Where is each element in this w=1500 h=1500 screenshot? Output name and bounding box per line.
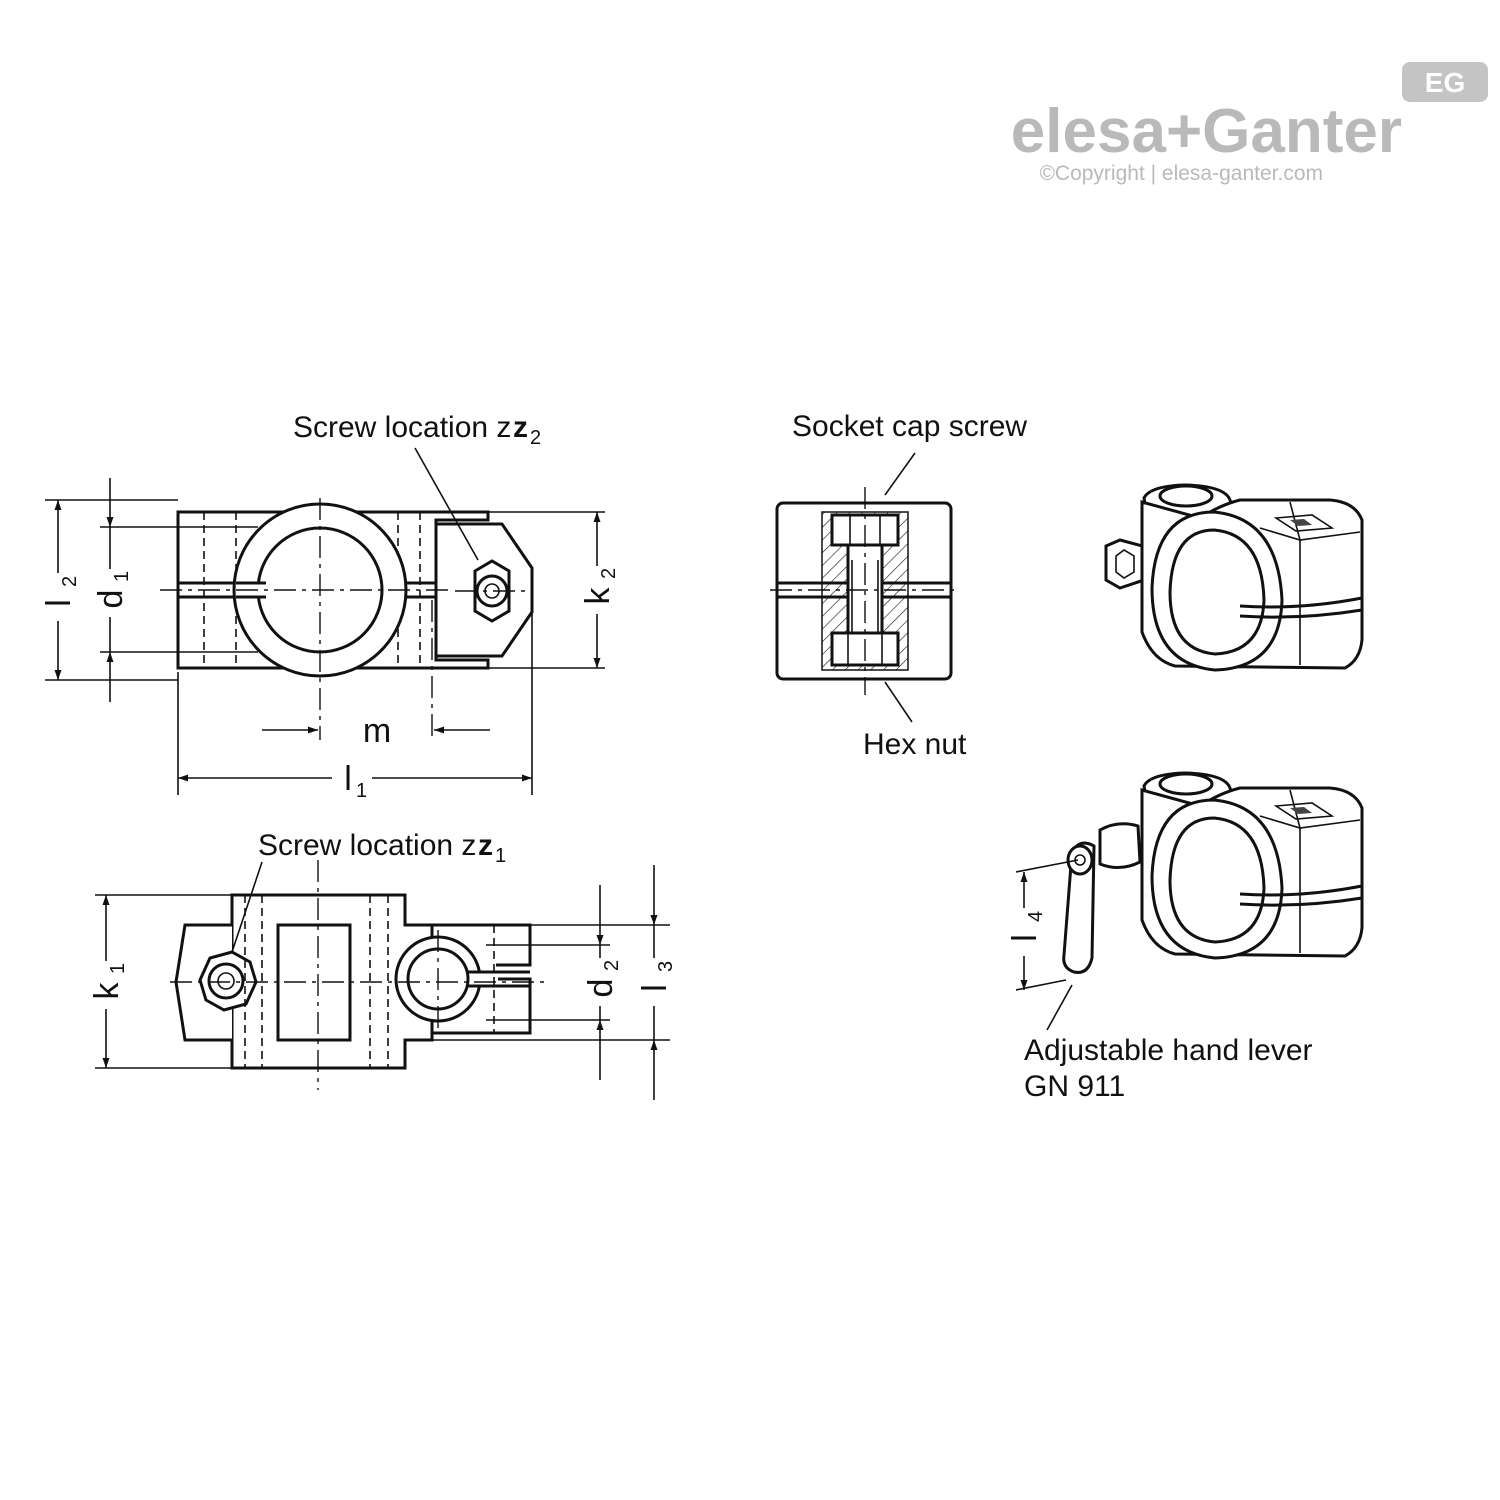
- svg-text:z: z: [513, 411, 528, 444]
- isometric-view-lever: [1015, 771, 1364, 1031]
- svg-text:k: k: [88, 982, 126, 1000]
- svg-text:z: z: [478, 829, 493, 862]
- copyright-text: ©Copyright | elesa-ganter.com: [1039, 162, 1323, 185]
- svg-text:m: m: [363, 712, 391, 750]
- dim-l4: l 4: [1006, 908, 1047, 956]
- dim-l1: l 1: [332, 756, 372, 802]
- label-socket-cap-screw: Socket cap screw: [792, 410, 1027, 443]
- svg-text:l: l: [344, 760, 352, 798]
- svg-text:1: 1: [356, 780, 367, 802]
- dim-k1: k 1: [88, 961, 129, 1009]
- svg-text:2: 2: [59, 576, 81, 587]
- label-screw-location-z2: Screw location z z 2: [293, 411, 541, 449]
- label-adjustable-hand-lever: Adjustable hand lever GN 911: [1024, 1034, 1313, 1103]
- side-view-bottom: [95, 860, 670, 1100]
- label-screw-location-z1: Screw location z z 1: [258, 829, 506, 867]
- svg-text:l: l: [40, 599, 78, 607]
- svg-text:d: d: [582, 979, 620, 998]
- svg-text:k: k: [579, 587, 617, 605]
- front-view-top: [45, 447, 605, 795]
- brand-name: elesa+Ganter: [1011, 97, 1402, 166]
- svg-text:Adjustable hand lever: Adjustable hand lever: [1024, 1034, 1313, 1067]
- svg-text:4: 4: [1025, 911, 1047, 922]
- svg-text:1: 1: [111, 571, 133, 582]
- dim-l2: l 2: [40, 573, 81, 621]
- svg-text:l: l: [1006, 934, 1044, 942]
- dim-l3: l 3: [636, 958, 677, 1006]
- eg-badge-text: EG: [1425, 67, 1465, 98]
- svg-text:1: 1: [495, 845, 506, 867]
- svg-text:2: 2: [530, 427, 541, 449]
- svg-text:2: 2: [598, 568, 620, 579]
- svg-text:d: d: [92, 590, 130, 609]
- svg-text:3: 3: [655, 961, 677, 972]
- dim-d1: d 1: [92, 569, 133, 617]
- label-hex-nut: Hex nut: [863, 728, 967, 761]
- eg-badge-icon: [1402, 62, 1488, 102]
- svg-text:GN 911: GN 911: [1024, 1070, 1125, 1103]
- svg-text:l: l: [636, 984, 674, 992]
- dim-k2: k 2: [579, 566, 620, 614]
- svg-text:1: 1: [107, 963, 129, 974]
- isometric-view-screw: [1104, 483, 1364, 672]
- svg-text:Socket cap screw: Socket cap screw: [792, 410, 1027, 443]
- dim-m: m: [363, 712, 391, 750]
- section-view: [770, 452, 960, 723]
- svg-text:Screw location z: Screw location z: [293, 411, 511, 444]
- brand-logo: EG elesa+Ganter ©Copyright | elesa-gante…: [1011, 62, 1488, 185]
- dim-d2: d 2: [582, 958, 623, 1006]
- svg-text:2: 2: [601, 960, 623, 971]
- svg-text:Hex nut: Hex nut: [863, 728, 967, 761]
- svg-text:Screw location z: Screw location z: [258, 829, 476, 862]
